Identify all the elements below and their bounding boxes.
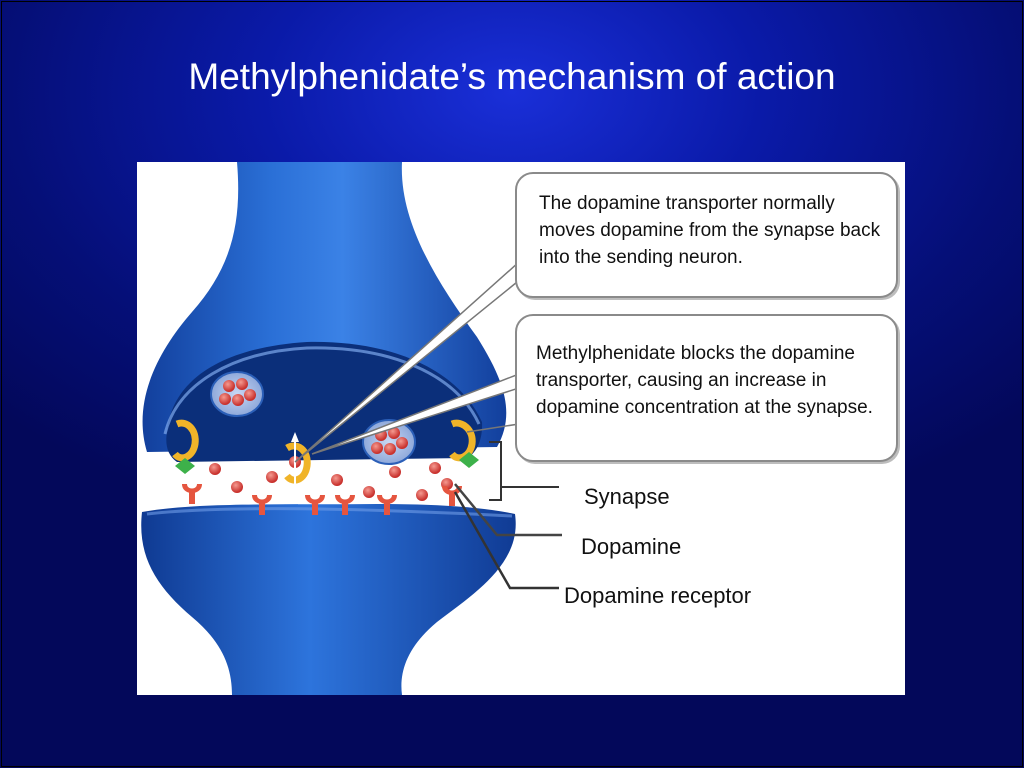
receptor-leader	[453, 491, 559, 590]
dopamine-label: Dopamine	[581, 534, 682, 559]
methylphenidate-callout: Methylphenidate blocks the dopamine tran…	[515, 314, 898, 462]
transporter-callout: The dopamine transporter normally moves …	[515, 172, 898, 298]
synapse-label: Synapse	[584, 484, 670, 509]
dopamine-transporter-left	[172, 419, 199, 474]
dopamine-transporter-right	[449, 419, 479, 468]
diagram-panel: The dopamine transporter normally moves …	[137, 162, 905, 695]
synapse-illustration	[141, 162, 562, 695]
dopamine-molecules	[209, 462, 453, 501]
receiving-neuron	[141, 504, 516, 695]
slide-title: Methylphenidate’s mechanism of action	[188, 56, 836, 97]
dopamine-leader	[454, 483, 562, 537]
dopamine-receptor-label: Dopamine receptor	[564, 583, 752, 608]
synapse-bracket	[489, 441, 559, 501]
vesicle-left	[210, 371, 264, 417]
dopamine-receptors	[182, 484, 462, 515]
